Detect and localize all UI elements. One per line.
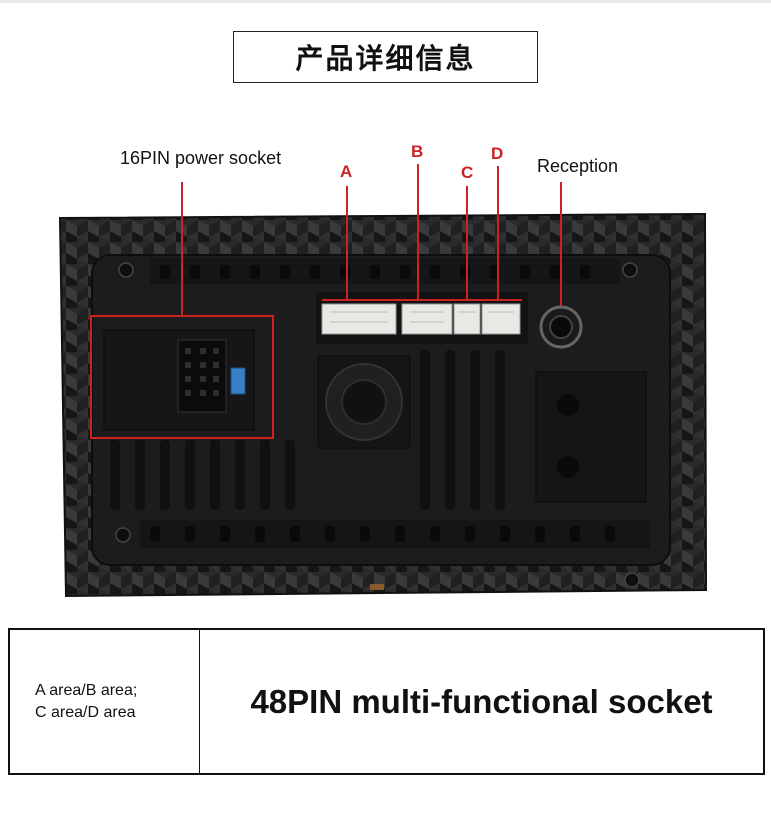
label-d: D [491, 144, 504, 163]
power-socket-label: 16PIN power socket [120, 148, 282, 168]
label-a: A [340, 162, 353, 181]
reception-label: Reception [537, 156, 619, 176]
connector-b [401, 303, 453, 335]
area-line-2: C area/D area [35, 703, 136, 721]
connector-c [453, 303, 481, 335]
label-c: C [461, 163, 474, 182]
connector-a [321, 303, 397, 335]
spec-table-left-cell: A area/B area; C area/D area [10, 630, 200, 773]
page-title-text: 产品详细信息 [295, 42, 476, 75]
spec-table: A area/B area; C area/D area 48PIN multi… [8, 628, 765, 775]
power-socket-highlight [90, 315, 274, 439]
page-title: 产品详细信息 [233, 31, 538, 83]
area-line-1: A area/B area; [35, 681, 138, 699]
fuse [230, 367, 246, 395]
spec-table-right-cell: 48PIN multi-functional socket [200, 630, 763, 773]
top-divider [0, 0, 771, 3]
label-b: B [411, 142, 424, 161]
product-back-photo [58, 164, 708, 598]
connector-d [481, 303, 521, 335]
socket-description: 48PIN multi-functional socket [250, 682, 713, 720]
